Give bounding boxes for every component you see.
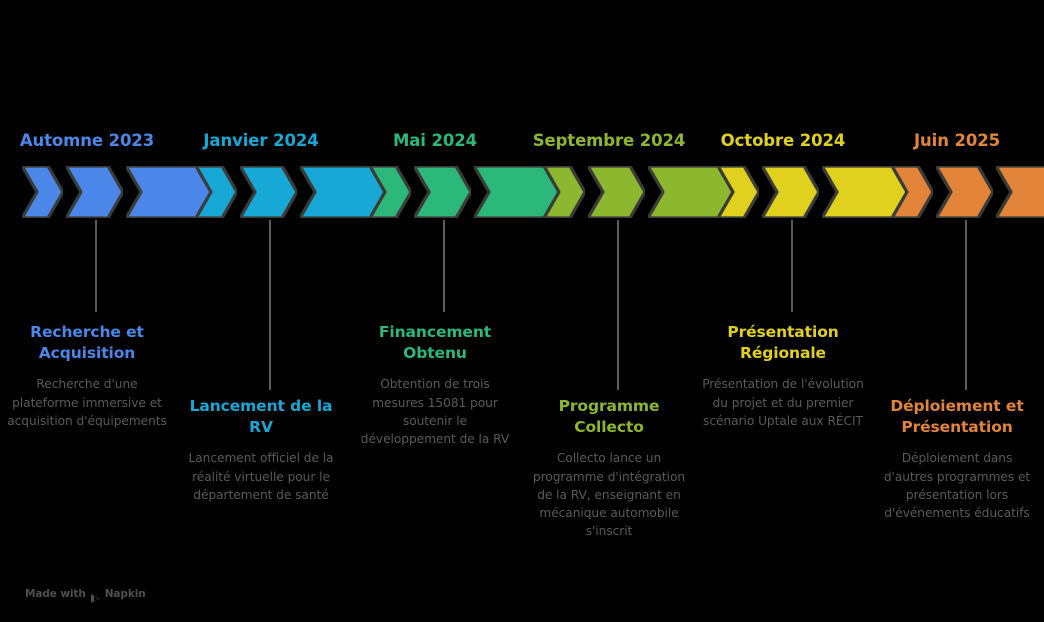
chevron-arrow	[648, 166, 733, 218]
chevron-arrow	[762, 166, 819, 218]
milestone-connector-line	[95, 220, 97, 312]
chevron-arrow	[892, 166, 933, 218]
chevron-arrow	[240, 166, 297, 218]
milestone-title: Lancement de la RV	[189, 397, 333, 436]
milestone-description: Déploiement dans d'autres programmes et …	[883, 451, 1031, 521]
milestone-chevron-group	[348, 166, 559, 218]
milestone-connector-line	[269, 220, 271, 390]
milestone-connector-line	[443, 220, 445, 312]
milestone-title: Recherche et Acquisition	[30, 323, 144, 362]
milestone-date-label: Automne 2023	[19, 131, 155, 151]
chevron-arrow	[66, 166, 123, 218]
chevron-arrow	[822, 166, 907, 218]
milestone-chevron-group	[0, 166, 211, 218]
milestone-title: Programme Collecto	[558, 397, 660, 436]
milestone-description: Collecto lance un programme d'intégratio…	[532, 451, 686, 539]
milestone-chevron-group	[174, 166, 385, 218]
chevron-arrow	[936, 166, 993, 218]
chevron-arrow	[126, 166, 211, 218]
milestone-connector-line	[965, 220, 967, 390]
milestone-description: Obtention de trois mesures 15081 pour so…	[360, 377, 510, 447]
milestone-title: Présentation Régionale	[727, 323, 839, 362]
milestone-date-label: Octobre 2024	[720, 131, 846, 151]
milestone-text-block: Lancement de la RV Lancement officiel de …	[174, 396, 348, 504]
chevron-arrow	[996, 166, 1044, 218]
milestone-date-label: Septembre 2024	[532, 131, 686, 151]
play-triangle-icon	[90, 589, 101, 603]
milestone-description: Présentation de l'évolution du projet et…	[702, 377, 864, 428]
milestone-title: Financement Obtenu	[378, 323, 492, 362]
chevron-arrow	[474, 166, 559, 218]
milestone-chevron-group	[522, 166, 733, 218]
milestone-title: Déploiement et Présentation	[890, 397, 1024, 436]
chevron-arrow	[414, 166, 471, 218]
napkin-watermark: Made with Napkin	[25, 588, 146, 603]
watermark-made-with-label: Made with	[25, 588, 86, 600]
chevron-arrow	[370, 166, 411, 218]
milestone-connector-line	[617, 220, 619, 390]
chevron-arrow	[22, 166, 63, 218]
chevron-arrow	[196, 166, 237, 218]
milestone-connector-line	[791, 220, 793, 312]
chevron-arrow	[300, 166, 385, 218]
milestone-description: Recherche d'une plateforme immersive et …	[7, 377, 167, 428]
chevron-arrow	[588, 166, 645, 218]
milestone-chevron-group	[870, 166, 1044, 218]
watermark-brand-label: Napkin	[104, 588, 146, 600]
milestone-chevron-group	[696, 166, 907, 218]
milestone-date-label: Janvier 2024	[203, 131, 319, 151]
chevron-arrow	[544, 166, 585, 218]
milestone-date-label: Mai 2024	[392, 131, 478, 151]
chevron-arrow	[718, 166, 759, 218]
milestone-date-label: Juin 2025	[913, 131, 1001, 151]
milestone-description: Lancement officiel de la réalité virtuel…	[188, 451, 334, 502]
